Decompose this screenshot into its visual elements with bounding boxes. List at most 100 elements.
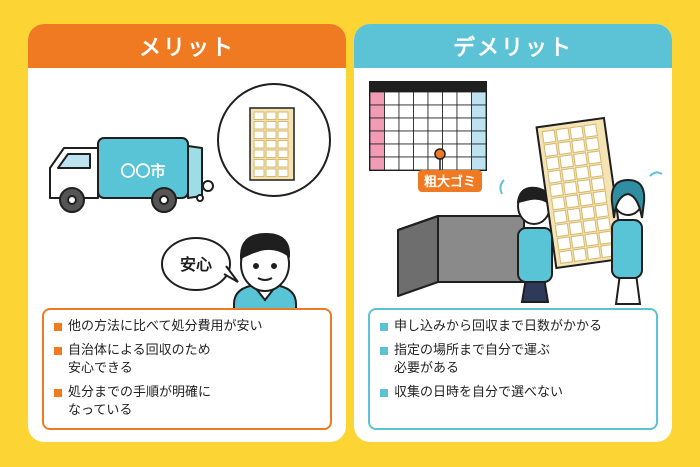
panel-cell <box>551 196 566 211</box>
speech-label: 安心 <box>180 255 212 274</box>
list-item: 処分までの手順が明確に なっている <box>54 384 320 420</box>
calendar-cell <box>398 143 414 158</box>
panel-cell <box>265 159 277 168</box>
calendar-icon <box>369 81 487 171</box>
panel-cell <box>564 194 580 209</box>
bullet-icon <box>54 323 62 331</box>
panel-cell <box>570 234 586 249</box>
demerit-panel: デメリット 粗大ゴミ <box>354 24 672 442</box>
panel-cell <box>277 121 289 130</box>
panel-cell <box>568 221 584 236</box>
merit-illustration: 〇〇市 安心 <box>49 83 331 326</box>
panel-cell <box>588 163 604 178</box>
panel-cell <box>253 121 265 130</box>
calendar-cell <box>413 143 429 158</box>
demerit-list: 申し込みから回収まで日数がかかる 指定の場所まで自分で運ぶ 必要がある 収集の日… <box>368 308 658 430</box>
panel-cell <box>580 205 596 220</box>
calendar-cell <box>471 130 487 145</box>
grid-panel-icon <box>249 107 295 181</box>
demerit-item-text: 申し込みから回収まで日数がかかる <box>394 319 603 334</box>
panel-cell <box>557 140 573 156</box>
demerit-item-text: 指定の場所まで自分で運ぶ 必要がある <box>394 343 551 376</box>
panel-cell <box>545 156 561 171</box>
panel-cell <box>596 217 612 232</box>
calendar-cell <box>456 91 472 106</box>
panel-cell <box>584 232 600 247</box>
calendar-cell <box>456 156 472 171</box>
calendar-cell <box>456 117 472 132</box>
demerit-title: デメリット <box>354 24 672 68</box>
merit-title: メリット <box>28 24 346 68</box>
panel-cell <box>563 180 578 196</box>
panel-cell <box>598 230 613 245</box>
speech-bubble <box>161 237 239 291</box>
calendar-cell <box>369 143 385 158</box>
calendar-cell <box>471 91 487 106</box>
calendar-cell <box>369 117 385 132</box>
calendar-cell <box>369 156 385 171</box>
panel-cell <box>582 219 598 234</box>
panel-cell <box>585 136 600 152</box>
calendar-cell <box>369 91 385 106</box>
panel-cell <box>253 168 265 177</box>
calendar-cell <box>398 117 414 132</box>
panel-cell <box>555 127 571 142</box>
calendar-cell <box>398 104 414 119</box>
calendar-cell <box>456 143 472 158</box>
calendar-cell <box>413 130 429 145</box>
tag-label: 粗大ゴミ <box>424 174 476 190</box>
truck-label: 〇〇市 <box>120 162 165 180</box>
panel-cell <box>253 149 265 158</box>
panel-cell <box>547 169 562 184</box>
list-item: 収集の日時を自分で選べない <box>380 384 646 402</box>
calendar-cell <box>471 104 487 119</box>
calendar-cell <box>413 156 429 171</box>
merit-item-text: 他の方法に比べて処分費用が安い <box>68 319 263 334</box>
panel-cell <box>583 123 598 138</box>
calendar-cell <box>384 91 400 106</box>
calendar-cell <box>442 104 458 119</box>
calendar-cell <box>427 117 443 132</box>
calendar-cell <box>369 104 385 119</box>
large-grid-panel-icon <box>535 116 625 270</box>
bullet-icon <box>380 323 388 331</box>
panel-cell <box>265 140 277 149</box>
list-item: 申し込みから回収まで日数がかかる <box>380 318 646 336</box>
panel-cell <box>277 111 289 120</box>
calendar-cell <box>427 104 443 119</box>
calendar-cell <box>442 156 458 171</box>
panel-cell <box>277 130 289 139</box>
woman-carrying-icon <box>610 171 663 305</box>
calendar-cell <box>384 104 400 119</box>
panel-cell <box>592 190 608 205</box>
panel-cell <box>552 209 568 224</box>
man-carrying-icon <box>499 179 577 303</box>
calendar-cell <box>413 104 429 119</box>
calendar-cell <box>442 130 458 145</box>
panel-cell <box>575 165 590 180</box>
calendar-cell <box>442 117 458 132</box>
demerit-item-text: 収集の日時を自分で選べない <box>394 385 564 400</box>
calendar-cell <box>398 130 414 145</box>
calendar-cell <box>398 91 414 106</box>
bullet-icon <box>380 347 388 355</box>
list-item: 他の方法に比べて処分費用が安い <box>54 318 320 336</box>
calendar-cell <box>456 104 472 119</box>
list-item: 自治体による回収のため 安心できる <box>54 342 320 378</box>
calendar-cell <box>471 143 487 158</box>
calendar-cell <box>427 130 443 145</box>
merit-panel: メリット 〇〇市 安心 <box>28 24 346 442</box>
panel-cell <box>541 129 557 144</box>
panel-cell <box>253 140 265 149</box>
calendar-cell <box>427 91 443 106</box>
panel-cell <box>558 249 574 264</box>
location-pin-icon <box>434 148 446 170</box>
panel-cell <box>277 168 289 177</box>
panel-cell <box>253 111 265 120</box>
panel-cell <box>569 125 585 140</box>
garbage-truck-icon <box>49 137 203 213</box>
panel-cell <box>253 159 265 168</box>
calendar-cell <box>369 130 385 145</box>
bullet-icon <box>380 389 388 397</box>
tag-badge <box>418 170 482 192</box>
